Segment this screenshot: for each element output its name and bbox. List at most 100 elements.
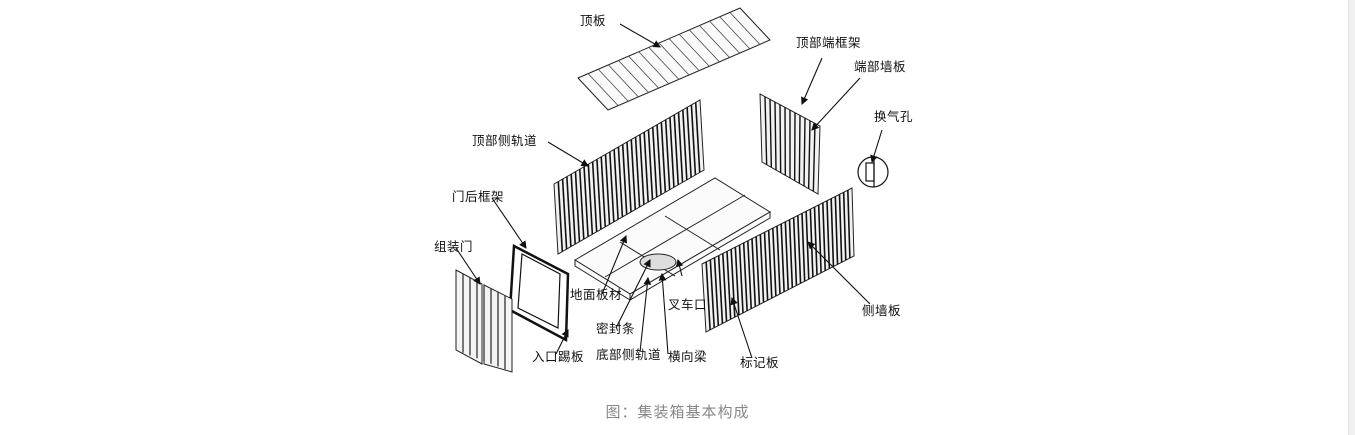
corrugation-rib bbox=[812, 123, 816, 192]
corrugation-rib bbox=[651, 127, 658, 198]
corrugation-rib bbox=[689, 29, 720, 63]
corrugation-rib bbox=[617, 146, 624, 217]
container-exploded-diagram: 顶板 顶部端框架 端部墙板 换气孔 顶部侧轨道 门后框架 组装门 地面板材 叉车… bbox=[430, 2, 925, 374]
label-forklift-pocket: 叉车口 bbox=[668, 297, 708, 312]
label-vent: 换气孔 bbox=[874, 109, 914, 124]
leader-lines bbox=[455, 23, 883, 359]
label-cross-member: 横向梁 bbox=[668, 349, 708, 364]
corrugation-rib bbox=[817, 204, 822, 273]
corrugation-rib bbox=[664, 119, 671, 190]
corrugation-rib bbox=[694, 102, 701, 173]
corrugation-rib bbox=[780, 223, 785, 292]
corrugation-rib bbox=[788, 219, 794, 288]
corrugation-rib bbox=[764, 96, 768, 165]
corrugation-rib bbox=[621, 144, 628, 215]
corrugation-rib bbox=[722, 253, 728, 322]
corrugation-rib bbox=[763, 232, 769, 301]
corrugation-rib bbox=[747, 240, 753, 309]
corrugation-rib bbox=[561, 179, 568, 250]
corrugation-rib bbox=[776, 225, 781, 295]
corrugation-rib bbox=[669, 117, 675, 188]
door-rear-frame bbox=[508, 244, 570, 343]
corrugation-rib bbox=[608, 64, 639, 98]
corrugation-rib bbox=[583, 166, 589, 237]
corrugation-rib bbox=[566, 176, 572, 247]
corrugation-rib bbox=[797, 215, 802, 284]
corrugation-rib bbox=[609, 151, 615, 222]
corrugation-rib bbox=[842, 192, 847, 261]
corrugation-rib bbox=[713, 257, 720, 326]
corrugation-rib bbox=[798, 115, 801, 184]
corrugation-rib bbox=[709, 20, 740, 54]
corrugation-rib bbox=[726, 251, 732, 320]
label-seal-strip: 密封条 bbox=[596, 321, 636, 336]
label-top-panel: 顶板 bbox=[580, 13, 607, 28]
page-scrollbar[interactable] bbox=[1348, 0, 1355, 435]
corrugation-rib bbox=[801, 213, 806, 282]
corrugation-rib bbox=[807, 120, 811, 189]
corrugation-rib bbox=[638, 51, 670, 85]
corrugation-rib bbox=[755, 236, 761, 305]
corrugation-rib bbox=[596, 159, 602, 230]
corrugation-rib bbox=[838, 194, 843, 263]
label-side-wall: 侧墙板 bbox=[862, 303, 902, 318]
label-door-rear-frame: 门后框架 bbox=[452, 189, 505, 204]
corrugation-rib bbox=[769, 99, 773, 168]
corrugation-rib bbox=[628, 55, 659, 89]
corrugation-rib bbox=[813, 206, 818, 276]
corrugation-rib bbox=[678, 33, 710, 67]
corrugation-rib bbox=[742, 242, 748, 311]
label-door-assembly: 组装门 bbox=[434, 239, 474, 254]
corrugation-rib bbox=[709, 259, 716, 328]
corrugation-rib bbox=[719, 16, 751, 50]
corrugation-rib bbox=[600, 156, 607, 227]
corrugation-rib bbox=[597, 68, 629, 102]
corrugation-rib bbox=[673, 114, 680, 185]
label-top-side-rail: 顶部侧轨道 bbox=[472, 133, 538, 148]
corrugation-rib bbox=[643, 132, 649, 203]
corrugation-rib bbox=[587, 164, 594, 235]
corrugation-rib bbox=[705, 261, 711, 330]
corrugation-rib bbox=[772, 228, 777, 297]
corrugation-rib bbox=[682, 109, 688, 180]
corrugation-rib bbox=[847, 190, 851, 259]
corrugation-rib bbox=[668, 38, 700, 71]
corrugation-rib bbox=[578, 169, 585, 240]
corrugation-rib bbox=[639, 134, 645, 205]
corrugation-rib bbox=[604, 154, 611, 225]
diagram-artwork bbox=[455, 7, 889, 373]
corrugation-rib bbox=[626, 141, 632, 213]
corrugation-rib bbox=[677, 112, 684, 183]
corrugation-rib bbox=[699, 25, 730, 58]
corrugation-rib bbox=[738, 244, 744, 314]
corrugation-rib bbox=[647, 129, 654, 200]
corrugation-rib bbox=[656, 124, 662, 195]
corrugation-rib bbox=[690, 104, 697, 175]
corrugation-rib bbox=[774, 101, 777, 171]
corrugation-rib bbox=[574, 171, 581, 242]
corrugation-rib bbox=[729, 12, 761, 45]
corrugation-rib bbox=[658, 42, 690, 76]
corrugation-rib bbox=[784, 221, 790, 290]
corrugation-rib bbox=[767, 230, 773, 299]
corrugation-rib bbox=[660, 122, 667, 193]
corrugation-rib bbox=[591, 161, 598, 232]
corrugation-rib bbox=[570, 174, 576, 245]
corrugation-rib bbox=[686, 107, 692, 178]
corrugation-rib bbox=[587, 73, 619, 106]
corrugation-rib bbox=[826, 200, 831, 269]
roof-panel bbox=[577, 7, 771, 111]
corrugation-rib bbox=[779, 104, 782, 173]
label-top-end-frame: 顶部端框架 bbox=[796, 35, 862, 50]
corrugation-rib bbox=[648, 47, 680, 80]
corrugation-rib bbox=[734, 247, 740, 316]
door-assembly bbox=[455, 269, 513, 373]
label-floor-board: 地面板材 bbox=[570, 287, 623, 302]
corrugation-rib bbox=[834, 196, 839, 265]
corrugation-rib bbox=[792, 217, 798, 286]
corrugation-rib bbox=[803, 117, 806, 187]
end-wall bbox=[759, 93, 821, 195]
label-end-wall: 端部墙板 bbox=[854, 59, 907, 74]
corrugation-rib bbox=[557, 181, 564, 252]
corrugation-rib bbox=[634, 137, 641, 208]
